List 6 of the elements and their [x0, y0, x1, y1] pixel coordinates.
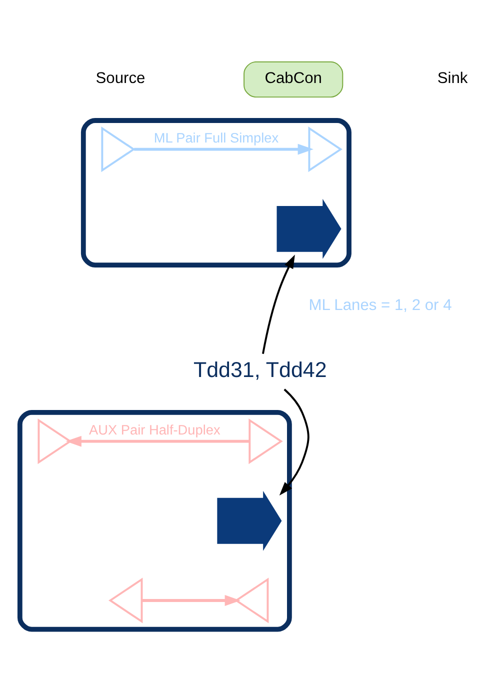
label: ML Lanes = 1, 2 or 4 [308, 296, 452, 314]
node-text: Tdd31, Tdd42 [194, 358, 327, 382]
label: Sink [437, 70, 468, 88]
edge-label: ML Pair Full Simplex [154, 130, 279, 146]
edge-label: AUX Pair Half-Duplex [89, 422, 220, 438]
label: Source [96, 70, 146, 88]
